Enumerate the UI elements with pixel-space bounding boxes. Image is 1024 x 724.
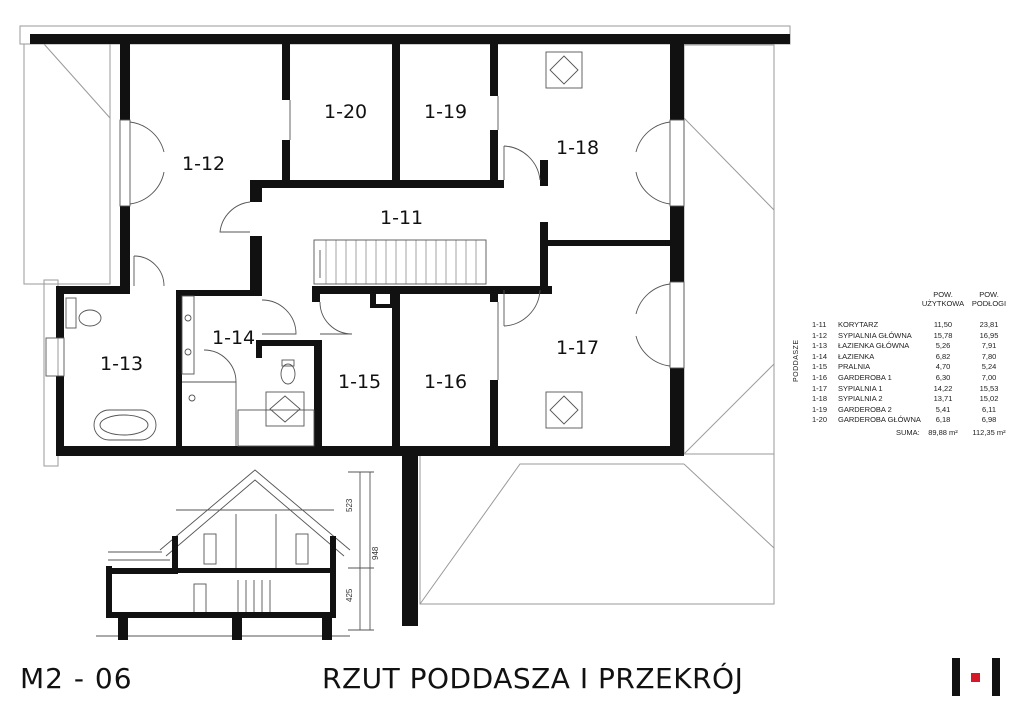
- cell-floor: 15,53: [979, 383, 999, 393]
- cell-usable: 6,30: [935, 372, 951, 382]
- sum-usable: 89,88 m²: [928, 427, 958, 437]
- cell-name: SYPIALNIA 1: [838, 383, 883, 393]
- area-table-row: 1-11 KORYTARZ 11,50 23,81: [812, 320, 1012, 331]
- header-floor-area: POW. PODŁOGI: [971, 290, 1007, 308]
- walls: [30, 34, 790, 626]
- sheet-code: M2 - 06: [20, 662, 133, 695]
- room-label-1-18: 1-18: [556, 137, 599, 159]
- cell-name: ŁAZIENKA: [838, 351, 875, 361]
- floor-side-label: PODDASZE: [793, 339, 800, 382]
- cell-no: 1-11: [812, 320, 827, 329]
- cell-name: GARDEROBA GŁÓWNA: [838, 415, 921, 425]
- area-table-row: 1-20 GARDEROBA GŁÓWNA 6,18 6,98: [812, 415, 1012, 426]
- logo-bar-left: [952, 658, 960, 696]
- room-label-1-17: 1-17: [556, 337, 599, 359]
- section-dim-lower: 425: [345, 588, 354, 602]
- cell-name: KORYTARZ: [838, 320, 879, 329]
- cell-usable: 13,71: [933, 394, 953, 404]
- cell-floor: 7,80: [981, 351, 997, 361]
- area-table-row: 1-15 PRALNIA 4,70 5,24: [812, 362, 1012, 373]
- room-label-1-14: 1-14: [212, 327, 255, 349]
- cell-usable: 15,78: [933, 330, 953, 340]
- cell-floor: 6,11: [981, 404, 997, 414]
- cell-name: GARDEROBA 2: [838, 404, 892, 414]
- cell-floor: 7,00: [981, 372, 997, 382]
- cell-usable: 5,41: [935, 404, 951, 414]
- section-dim-total: 948: [371, 546, 380, 560]
- cell-usable: 11,50: [933, 320, 953, 329]
- room-label-1-12: 1-12: [182, 153, 225, 175]
- room-label-1-13: 1-13: [100, 353, 143, 375]
- area-table-row: 1-16 GARDEROBA 1 6,30 7,00: [812, 373, 1012, 384]
- room-label-1-19: 1-19: [424, 101, 467, 123]
- sum-floor: 112,35 m²: [972, 427, 1006, 437]
- sum-label: SUMA:: [896, 427, 920, 437]
- room-label-1-15: 1-15: [338, 371, 381, 393]
- area-table-rows: 1-11 KORYTARZ 11,50 23,81 1-12 SYPIALNIA GŁÓW…: [812, 320, 1012, 426]
- cell-no: 1-20: [812, 415, 828, 425]
- room-label-1-20: 1-20: [324, 101, 367, 123]
- header-usable-area: POW. UŻYTKOWA: [921, 290, 965, 308]
- cell-floor: 15,02: [979, 394, 999, 404]
- cell-name: SYPIALNIA 2: [838, 394, 883, 404]
- doors-and-fixtures: [45, 51, 685, 447]
- logo-red-square: [971, 673, 980, 682]
- cell-floor: 7,91: [981, 341, 997, 351]
- area-table-header: POW. UŻYTKOWA POW. PODŁOGI: [812, 290, 1012, 320]
- cell-no: 1-14: [812, 351, 828, 361]
- cross-section: 523 948 425: [96, 469, 380, 640]
- cell-usable: 5,26: [935, 341, 951, 351]
- cell-floor: 23,81: [979, 320, 999, 329]
- cell-name: ŁAZIENKA GŁÓWNA: [838, 341, 910, 351]
- area-table-row: 1-13 ŁAZIENKA GŁÓWNA 5,26 7,91: [812, 341, 1012, 352]
- cell-no: 1-13: [812, 341, 828, 351]
- brand-logo: [952, 658, 1000, 698]
- section-dim-upper: 523: [345, 498, 354, 512]
- cell-usable: 4,70: [935, 362, 951, 372]
- cell-no: 1-16: [812, 372, 828, 382]
- cell-no: 1-19: [812, 404, 828, 414]
- area-table-row: 1-18 SYPIALNIA 2 13,71 15,02: [812, 394, 1012, 405]
- area-table-row: 1-19 GARDEROBA 2 5,41 6,11: [812, 405, 1012, 416]
- cell-no: 1-17: [812, 383, 828, 393]
- sheet-title: RZUT PODDASZA I PRZEKRÓJ: [322, 662, 744, 695]
- room-label-1-11: 1-11: [380, 207, 423, 229]
- cell-usable: 14,22: [933, 383, 953, 393]
- room-label-1-16: 1-16: [424, 371, 467, 393]
- cell-name: PRALNIA: [838, 362, 871, 372]
- room-labels: 1-11 1-12 1-13 1-14 1-15 1-16 1-17 1-18 …: [100, 101, 599, 393]
- area-table-row: 1-17 SYPIALNIA 1 14,22 15,53: [812, 384, 1012, 395]
- area-table-sum: SUMA: 89,88 m² 112,35 m²: [812, 428, 1012, 440]
- cell-usable: 6,82: [935, 351, 951, 361]
- cell-floor: 5,24: [981, 362, 997, 372]
- cell-no: 1-18: [812, 394, 828, 404]
- cell-name: GARDEROBA 1: [838, 372, 892, 382]
- area-table-row: 1-14 ŁAZIENKA 6,82 7,80: [812, 352, 1012, 363]
- cell-floor: 6,98: [981, 415, 997, 425]
- cell-name: SYPIALNIA GŁÓWNA: [838, 330, 912, 340]
- cell-usable: 6,18: [935, 415, 951, 425]
- cell-floor: 16,95: [979, 330, 999, 340]
- cell-no: 1-12: [812, 330, 828, 340]
- cell-no: 1-15: [812, 362, 828, 372]
- logo-bar-right: [992, 658, 1000, 696]
- area-table-row: 1-12 SYPIALNIA GŁÓWNA 15,78 16,95: [812, 331, 1012, 342]
